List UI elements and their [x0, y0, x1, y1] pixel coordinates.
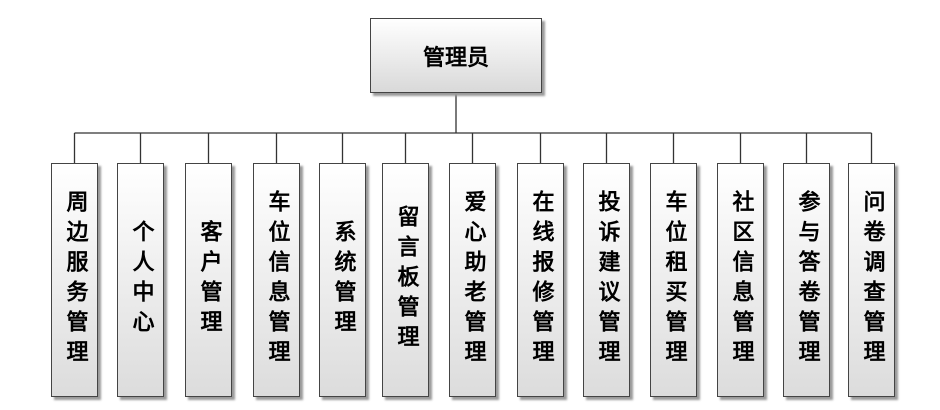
child-node-label: 留言板管理: [393, 205, 419, 355]
child-node-label: 社区信息管理: [728, 190, 754, 370]
child-node-1: 个人中心: [117, 163, 164, 397]
child-node-9: 车位租买管理: [650, 163, 697, 397]
child-node-label: 系统管理: [330, 220, 356, 340]
child-node-2: 客户管理: [185, 163, 232, 397]
child-node-label: 在线报修管理: [528, 190, 554, 370]
child-node-label: 个人中心: [128, 220, 154, 340]
child-node-label: 投诉建议管理: [594, 190, 620, 370]
child-node-7: 在线报修管理: [517, 163, 564, 397]
root-node-admin: 管理员: [370, 18, 542, 93]
child-node-label: 车位租买管理: [661, 190, 687, 370]
child-node-5: 留言板管理: [382, 163, 429, 397]
child-node-10: 社区信息管理: [717, 163, 764, 397]
child-node-3: 车位信息管理: [253, 163, 300, 397]
child-node-4: 系统管理: [319, 163, 366, 397]
child-node-8: 投诉建议管理: [583, 163, 630, 397]
child-node-label: 爱心助老管理: [460, 190, 486, 370]
child-node-label: 参与答卷管理: [794, 190, 820, 370]
child-node-label: 车位信息管理: [264, 190, 290, 370]
child-node-12: 问卷调查管理: [848, 163, 895, 397]
root-node-label: 管理员: [422, 45, 489, 71]
child-node-label: 问卷调查管理: [859, 190, 885, 370]
child-node-label: 客户管理: [196, 220, 222, 340]
child-node-6: 爱心助老管理: [449, 163, 496, 397]
child-node-11: 参与答卷管理: [783, 163, 830, 397]
child-node-0: 周边服务管理: [51, 163, 98, 397]
child-node-label: 周边服务管理: [62, 190, 88, 370]
